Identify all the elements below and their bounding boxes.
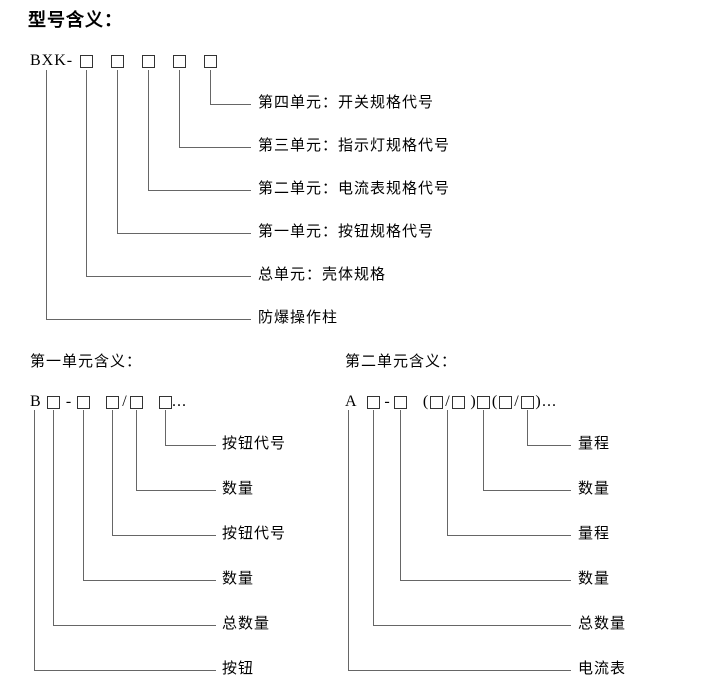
connector-product <box>46 70 251 320</box>
diagram-label: 数量 <box>222 571 255 587</box>
diagram-label: 第二单元：电流表规格代号 <box>258 181 451 197</box>
diagram-label: 第三单元：指示灯规格代号 <box>258 138 451 154</box>
connector-unit1 <box>117 70 251 234</box>
code-box <box>77 396 90 409</box>
diagram-label: 按钮代号 <box>222 526 287 542</box>
connector-qty1 <box>83 410 216 581</box>
code-slash: / <box>514 393 519 410</box>
page-title: 型号含义： <box>28 10 123 30</box>
code-open-paren: ( <box>422 393 429 410</box>
diagram-label: 防爆操作柱 <box>258 310 339 326</box>
code-box <box>452 396 465 409</box>
connector-ammeter <box>348 410 571 671</box>
code-ellipsis: ... <box>542 393 557 410</box>
unit1-letter: B <box>30 393 42 410</box>
code-box <box>106 396 119 409</box>
connector-range2 <box>527 410 571 446</box>
diagram-label: 量程 <box>578 436 611 452</box>
connector-qty2 <box>136 410 216 491</box>
diagram-label: 数量 <box>222 481 255 497</box>
code-box <box>80 55 93 68</box>
diagram-label: 按钮 <box>222 661 255 677</box>
code-box <box>130 396 143 409</box>
diagram-label: 数量 <box>578 481 611 497</box>
unit1-code-row: B - / ... <box>30 393 187 411</box>
diagram-label: 电流表 <box>578 661 627 677</box>
connector-button <box>34 410 216 671</box>
code-box <box>521 396 534 409</box>
unit2-code-row: A - ( / ) ( / ) ... <box>345 393 557 411</box>
code-box <box>499 396 512 409</box>
connector-range1 <box>447 410 571 536</box>
connector-total2 <box>373 410 571 626</box>
unit2-heading: 第二单元含义： <box>345 354 458 370</box>
code-close-paren: ) <box>535 393 541 410</box>
code-box <box>430 396 443 409</box>
connector-shell <box>86 70 251 277</box>
connector-btncode2 <box>165 410 216 446</box>
code-slash: / <box>122 393 127 410</box>
model-code-row: BXK- <box>30 52 217 70</box>
code-box <box>204 55 217 68</box>
code-box <box>47 396 60 409</box>
code-dash: - <box>384 393 390 410</box>
code-box <box>367 396 380 409</box>
model-prefix: BXK- <box>30 52 74 69</box>
connector-total1 <box>53 410 216 626</box>
code-slash: / <box>445 393 450 410</box>
connector-qty1b <box>400 410 571 581</box>
code-box <box>173 55 186 68</box>
connector-qty2b <box>483 410 571 491</box>
diagram-label: 总单元：壳体规格 <box>258 267 387 283</box>
connector-btncode1 <box>112 410 216 536</box>
unit1-heading: 第一单元含义： <box>30 354 143 370</box>
code-ellipsis: ... <box>172 393 187 410</box>
diagram-label: 数量 <box>578 571 611 587</box>
diagram-label: 第四单元：开关规格代号 <box>258 95 435 111</box>
diagram-label: 总数量 <box>222 616 271 632</box>
code-box <box>394 396 407 409</box>
code-box <box>477 396 490 409</box>
code-dash: - <box>65 393 72 410</box>
connector-unit4 <box>210 70 251 105</box>
connector-unit2 <box>148 70 251 191</box>
code-close-paren: ) <box>470 393 476 410</box>
code-box <box>142 55 155 68</box>
diagram-label: 按钮代号 <box>222 436 287 452</box>
diagram-label: 量程 <box>578 526 611 542</box>
code-open-paren: ( <box>491 393 498 410</box>
diagram-label: 第一单元：按钮规格代号 <box>258 224 435 240</box>
unit2-letter: A <box>345 393 358 410</box>
connector-unit3 <box>179 70 251 148</box>
code-box <box>159 396 172 409</box>
diagram-label: 总数量 <box>578 616 627 632</box>
code-box <box>111 55 124 68</box>
